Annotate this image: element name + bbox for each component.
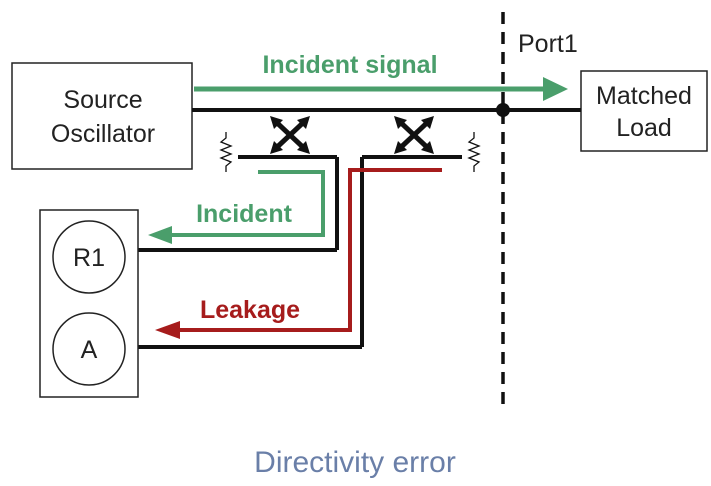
matched-load-label-line1: Matched — [596, 82, 692, 110]
incident-signal-label: Incident signal — [262, 51, 437, 79]
source-oscillator-box — [11, 62, 193, 170]
receiver-r1-circle — [52, 220, 126, 294]
source-oscillator-label-line2: Oscillator — [51, 120, 155, 148]
coupler-2 — [138, 155, 462, 349]
source-oscillator-label-line1: Source — [63, 86, 142, 114]
leakage-path — [155, 168, 442, 339]
coupler-2-termination-resistor-icon — [467, 132, 481, 172]
matched-load: Matched Load — [580, 70, 708, 152]
coupler-1-termination-resistor-icon — [219, 132, 233, 172]
port-junction-dot — [496, 103, 510, 117]
leakage-label: Leakage — [200, 296, 300, 324]
receiver-a-label: A — [81, 336, 98, 364]
incident-signal-arrow — [194, 77, 568, 101]
receiver-box: R1 A — [39, 209, 139, 398]
receiver-r1-label: R1 — [73, 244, 105, 272]
incident-path — [148, 170, 325, 244]
coupler-2-cross-icon — [394, 116, 434, 154]
incident-label: Incident — [196, 200, 293, 228]
receiver-a-circle — [52, 312, 126, 386]
source-oscillator: Source Oscillator — [11, 62, 193, 170]
matched-load-box — [580, 70, 708, 152]
diagram-caption: Directivity error — [254, 446, 456, 479]
coupler-1-cross-icon — [270, 116, 310, 154]
matched-load-label-line2: Load — [616, 114, 672, 142]
port1-label: Port1 — [518, 30, 578, 58]
coupler-1 — [138, 155, 339, 252]
